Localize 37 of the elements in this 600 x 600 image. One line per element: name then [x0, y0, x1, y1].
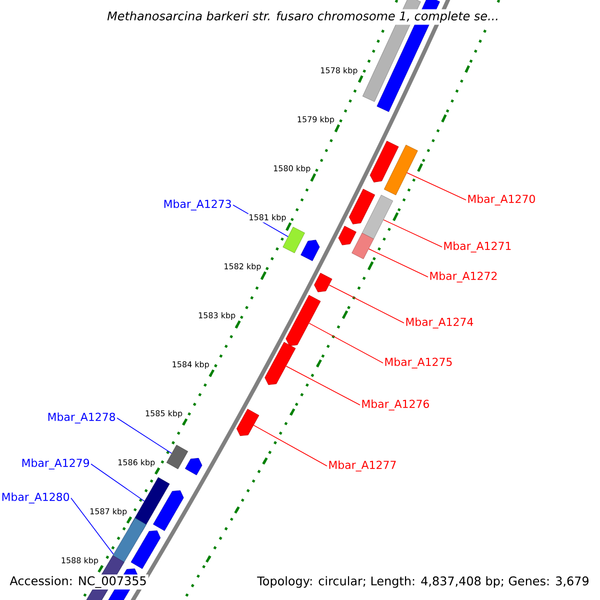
- leader-line: [116, 418, 172, 454]
- genome-info-text: Topology: circular; Length: 4,837,408 bp; Genes: 3,679: [256, 574, 591, 590]
- leader-line: [383, 219, 442, 248]
- gene-block: [185, 458, 202, 476]
- gene-bar: [166, 444, 188, 470]
- gene-label: Mbar_A1270: [468, 194, 535, 206]
- gene-block: [314, 272, 332, 292]
- leader-line: [328, 284, 404, 324]
- gene-block: [370, 140, 399, 182]
- gene-bar: [384, 144, 418, 196]
- leader-line: [406, 172, 466, 200]
- gene-bar: [362, 194, 394, 240]
- gene-label: Mbar_A1272: [430, 272, 497, 282]
- title: Methanosarcina barkeri str. fusaro chromosome 1, complete se...: [105, 9, 501, 25]
- gene-label: Mbar_A1279: [22, 458, 90, 470]
- gene-label: Mbar_A1280: [2, 492, 70, 504]
- gene-bar: [352, 232, 374, 260]
- leader-line: [368, 248, 428, 278]
- gene-label: Mbar_A1275: [385, 358, 452, 368]
- gene-block: [338, 226, 356, 246]
- gene-block: [236, 408, 260, 436]
- gene-label: Mbar_A1278: [48, 412, 116, 424]
- leader-line: [286, 366, 360, 406]
- gene-block: [264, 342, 296, 385]
- gene-block: [348, 188, 376, 224]
- gene-bar: [282, 226, 305, 254]
- gene-block: [286, 294, 321, 346]
- leader-line: [253, 424, 328, 466]
- gene-block: [153, 490, 184, 531]
- gene-block: [300, 240, 320, 262]
- gene-label: Mbar_A1274: [406, 318, 474, 328]
- gene-label: Mbar_A1273: [164, 200, 231, 210]
- gene-label: Mbar_A1276: [362, 400, 429, 410]
- gene-label: Mbar_A1277: [329, 460, 396, 472]
- leader-line: [90, 464, 145, 502]
- leader-line: [308, 322, 384, 364]
- gene-label: Mbar_A1271: [444, 242, 511, 252]
